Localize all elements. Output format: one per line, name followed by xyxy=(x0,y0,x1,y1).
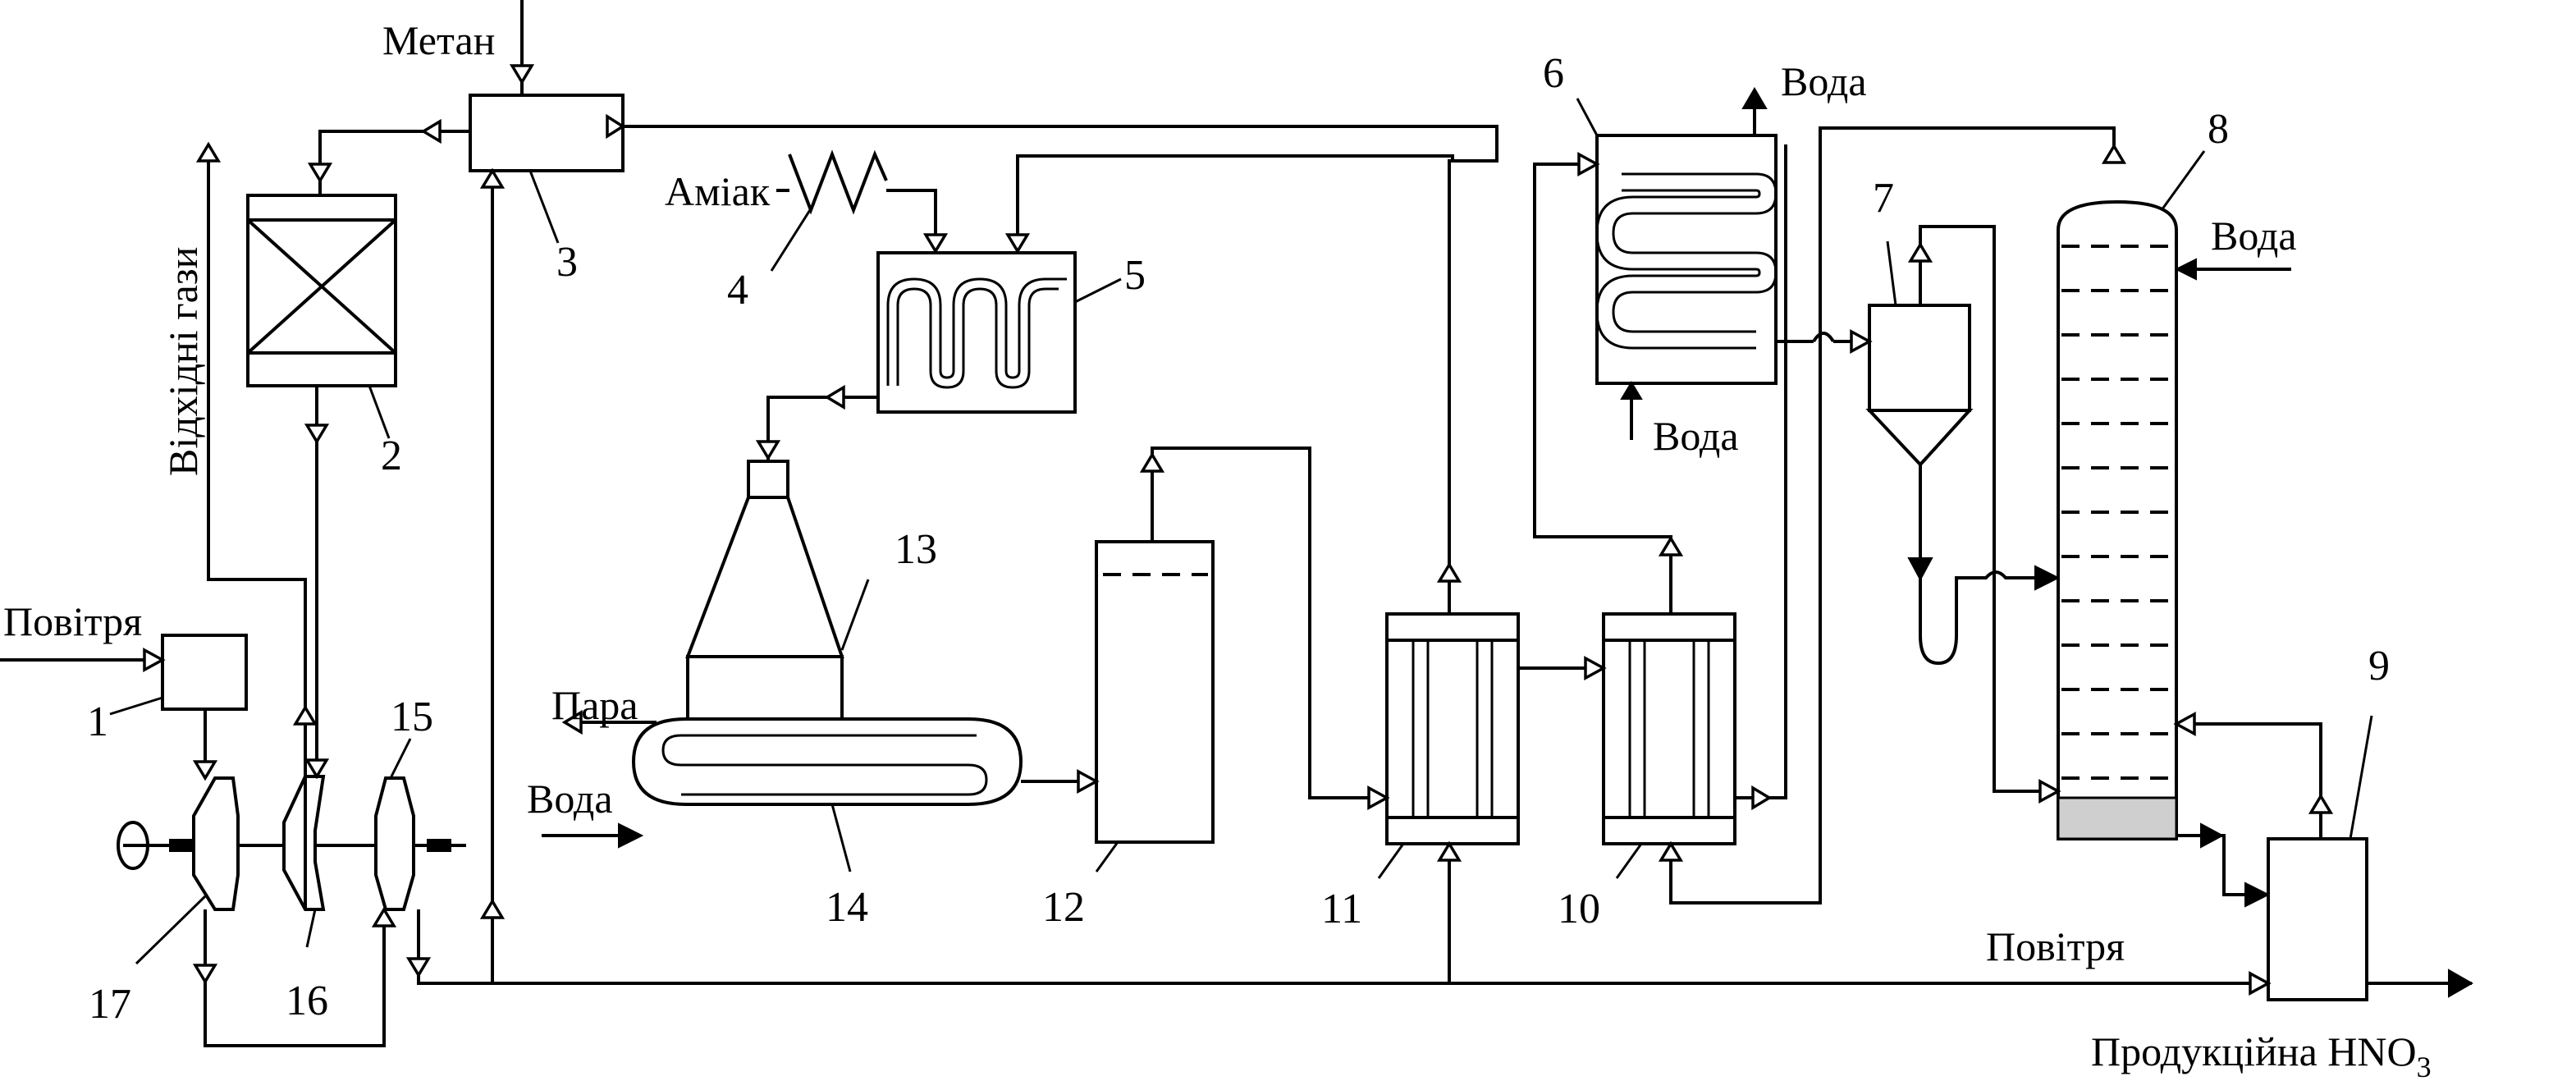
compressor-turbine-set xyxy=(117,775,466,911)
label-unit-8: 8 xyxy=(2208,106,2229,153)
unit-15-gas-turbine xyxy=(374,776,415,911)
unit-9-bleacher xyxy=(2267,837,2368,1001)
unit-13-contact-apparatus xyxy=(685,460,844,722)
label-ammonia: Аміак xyxy=(665,168,771,214)
label-unit-4: 4 xyxy=(727,267,748,314)
label-exhaust-gases: Відхідні гази xyxy=(160,247,206,476)
label-unit-1: 1 xyxy=(87,698,108,745)
unit-5-evaporator xyxy=(876,251,1077,414)
unit-7-separator xyxy=(1865,304,1974,467)
label-product-main: Продукційна HNO xyxy=(2091,1028,2417,1074)
label-unit-11: 11 xyxy=(1321,886,1362,932)
unit-1-air-filter xyxy=(161,634,248,711)
unit-3-mixer xyxy=(469,94,625,172)
unit-6-cooler xyxy=(1595,134,1778,385)
unit-10-heat-exchanger xyxy=(1602,612,1736,845)
label-unit-7: 7 xyxy=(1873,175,1894,222)
label-unit-14: 14 xyxy=(826,884,868,931)
label-methane: Метан xyxy=(382,17,495,63)
label-water-column: Вода xyxy=(2211,213,2297,259)
label-unit-16: 16 xyxy=(286,978,328,1024)
label-unit-6: 6 xyxy=(1543,50,1564,97)
label-unit-2: 2 xyxy=(381,433,402,479)
label-unit-10: 10 xyxy=(1558,886,1600,932)
unit-4-ammonia-heater xyxy=(788,149,888,215)
label-unit-15: 15 xyxy=(391,694,433,740)
label-unit-9: 9 xyxy=(2368,643,2390,689)
unit-17-compressor xyxy=(192,776,240,911)
unit-12-filter xyxy=(1095,540,1215,844)
label-water-top: Вода xyxy=(1781,58,1867,104)
label-unit-13: 13 xyxy=(895,526,937,573)
unit-8-absorption-column xyxy=(2057,199,2178,840)
flow-arrows xyxy=(143,64,2474,998)
label-water-cooler: Вода xyxy=(1653,413,1739,459)
leader-lines xyxy=(109,98,2373,965)
label-unit-12: 12 xyxy=(1042,884,1085,931)
label-air-in: Повітря xyxy=(3,598,142,644)
unit-14-waste-heat-boiler xyxy=(631,717,1023,806)
label-steam: Пара xyxy=(551,682,638,728)
label-product: Продукційна HNO3 xyxy=(2091,1028,2432,1083)
label-unit-3: 3 xyxy=(556,239,578,286)
unit-11-heat-exchanger xyxy=(1385,612,1520,845)
label-product-subscript: 3 xyxy=(2417,1051,2432,1083)
label-unit-17: 17 xyxy=(89,981,131,1028)
label-air-bottom: Повітря xyxy=(1986,923,2125,969)
label-unit-5: 5 xyxy=(1124,252,1146,299)
unit-2-reactor xyxy=(246,194,397,387)
unit-numbers: 1 2 3 4 5 6 7 8 9 10 11 12 13 14 15 16 1… xyxy=(87,50,2390,1028)
stream-labels: Метан Аміак Вода Вода Вода Вода Пара Пов… xyxy=(3,17,2432,1083)
label-water-boiler: Вода xyxy=(527,776,613,822)
